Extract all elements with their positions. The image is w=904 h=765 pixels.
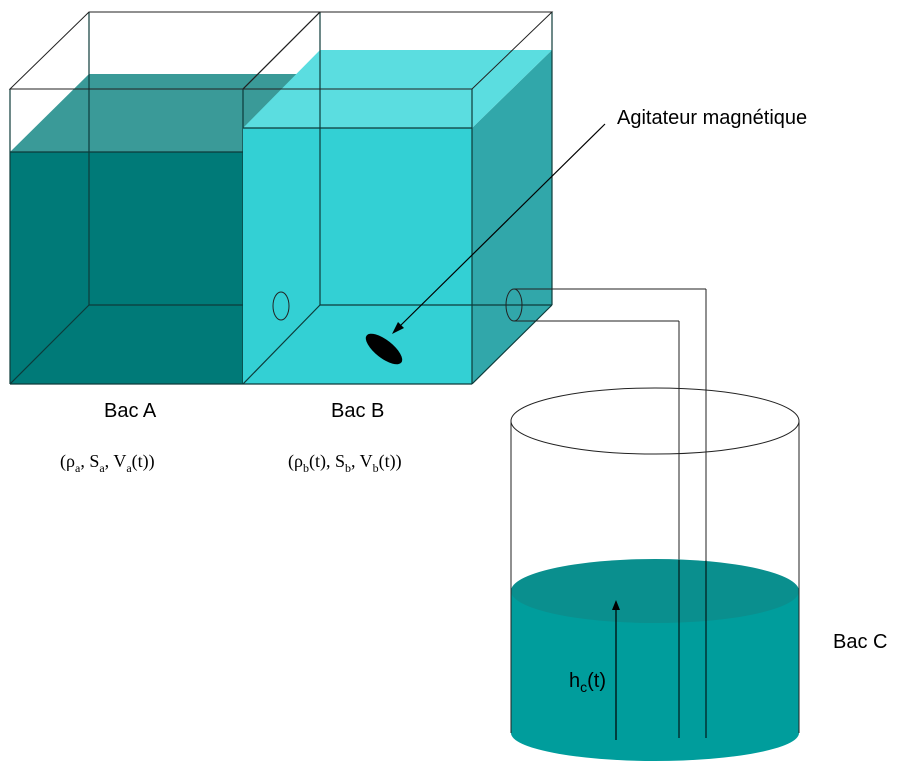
tank-b-liquid-side [472, 50, 552, 384]
tank-c-pipe-inside [678, 560, 707, 738]
formula-b-mid1: (t), S [309, 451, 345, 472]
formula-b-sub1: b [303, 461, 309, 475]
bac-c-label: Bac C [833, 631, 887, 653]
formula-a-sub1: a [75, 461, 81, 475]
formula-a-open: (ρ [60, 451, 75, 472]
height-h: h [569, 670, 580, 692]
formula-b-open: (ρ [288, 451, 303, 472]
formula-b-sub3: b [373, 461, 379, 475]
bac-b-label: Bac B [331, 400, 384, 422]
formula-a-mid2: , V [105, 451, 127, 471]
height-rest: (t) [587, 670, 606, 692]
formula-b-mid2: , V [351, 451, 373, 471]
tank-c-liquid [511, 591, 799, 761]
tank-c-liquid-surface [511, 559, 799, 623]
formula-a-close: (t)) [132, 451, 155, 472]
height-sub: c [580, 679, 587, 695]
height-label: hc(t) [569, 670, 606, 695]
formula-bac-b: (ρb(t), Sb, Vb(t)) [288, 451, 402, 475]
tank-c [510, 387, 800, 761]
tank-b [241, 11, 554, 385]
formula-a-sub2: a [99, 461, 105, 475]
formula-a-mid1: , S [80, 451, 99, 471]
agitator-label: Agitateur magnétique [617, 107, 807, 129]
agitator-arrow [392, 123, 606, 334]
formula-b-close: (t)) [379, 451, 402, 472]
formula-a-sub3: a [126, 461, 132, 475]
tank-b-edges [242, 12, 553, 385]
tank-b-frame [241, 11, 554, 90]
tank-c-outline [510, 387, 800, 733]
bac-a-label: Bac A [104, 400, 157, 422]
tank-b-liquid-front [243, 128, 472, 384]
height-arrow [612, 600, 620, 740]
formula-b-sub2: b [345, 461, 351, 475]
formula-bac-a: (ρa, Sa, Va(t)) [60, 451, 155, 475]
magnetic-stirrer [365, 333, 403, 365]
orifice-a-b [272, 291, 290, 321]
